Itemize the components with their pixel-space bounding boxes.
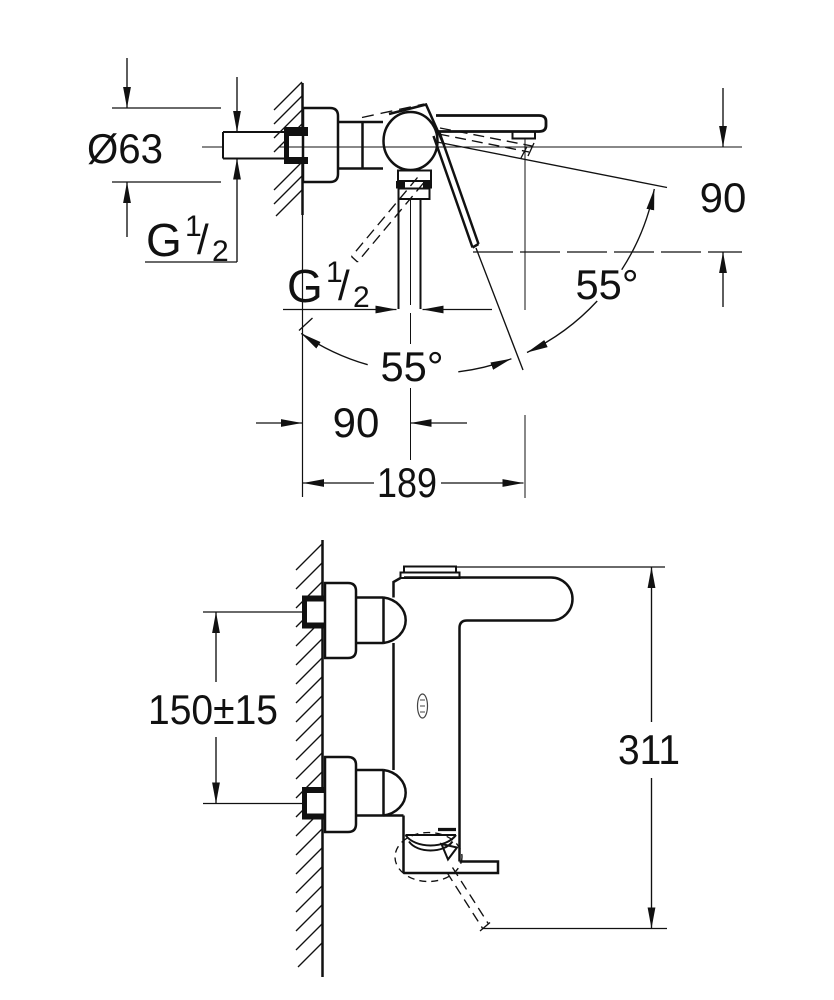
thread-wall-G: G xyxy=(146,214,182,266)
phantom-handle-left xyxy=(350,177,425,263)
side-view: 150±15 311 xyxy=(148,540,680,977)
outlet-pipe xyxy=(397,199,422,309)
lower-dome xyxy=(383,768,407,817)
upper-dome xyxy=(383,596,407,645)
cap-neck xyxy=(392,576,402,598)
dim-handle-drop: 90 xyxy=(473,88,746,307)
angle-spout-text: 55° xyxy=(576,261,639,308)
angle-handle-text: 55° xyxy=(381,343,444,390)
outlet-port xyxy=(397,169,432,182)
lower-nut xyxy=(356,768,385,817)
top-view: Ø63 G 1 / 2 G 1 / 2 90 xyxy=(87,58,746,506)
upper-escutcheon xyxy=(323,581,358,660)
thread-outlet-G: G xyxy=(287,260,323,312)
thread-wall-den: 2 xyxy=(212,235,229,268)
arc-handle-swing-left xyxy=(300,332,368,366)
phantom-handle-left-cap xyxy=(351,256,358,263)
outlet-block xyxy=(383,814,500,875)
dim-thread-wall: G 1 / 2 xyxy=(145,77,241,268)
angle-reference-lines xyxy=(298,141,668,371)
cap-plate xyxy=(403,565,457,574)
diverter-knob xyxy=(439,842,459,862)
dim-wall-to-spout: 189 xyxy=(303,459,524,506)
brand-logo xyxy=(416,693,429,719)
handshower-phantom-outline xyxy=(394,831,463,883)
arc-spout-swing-lower xyxy=(526,300,598,354)
dim-wall-to-outlet-text: 90 xyxy=(333,399,380,446)
spout xyxy=(436,114,548,133)
upper-nut xyxy=(356,596,385,645)
centerlines xyxy=(202,139,742,498)
lower-escutcheon xyxy=(323,755,358,834)
thread-wall-num: 1 xyxy=(185,210,202,243)
dim-connection-spacing-text: 150±15 xyxy=(148,686,278,733)
dim-escutcheon-diameter: Ø63 xyxy=(87,58,221,237)
dim-handle-drop-text: 90 xyxy=(700,174,747,221)
thread-outlet-den: 2 xyxy=(353,281,370,314)
phantom-handle-right xyxy=(438,127,533,153)
lever-side-view xyxy=(404,576,574,862)
lever-bar xyxy=(432,132,480,249)
thread-outlet-num: 1 xyxy=(326,256,343,289)
dim-thread-outlet: G 1 / 2 xyxy=(283,256,492,314)
wall-hatching-side-view xyxy=(295,543,323,968)
upper-union-bore xyxy=(307,601,325,623)
dim-wall-to-spout-text: 189 xyxy=(377,459,437,506)
phantom-handle-up xyxy=(361,103,425,119)
mixer-body xyxy=(338,120,383,170)
escutcheon xyxy=(301,106,340,184)
arc-handle-swing-right xyxy=(458,358,512,373)
arc-spout-swing-upper xyxy=(621,188,655,271)
phantom-handle-right-cap xyxy=(520,142,535,159)
dim-connection-spacing: 150±15 xyxy=(148,612,278,804)
dim-overall-height: 311 xyxy=(618,567,680,929)
dim-overall-height-text: 311 xyxy=(618,726,680,773)
supply-pipe xyxy=(222,131,284,160)
dim-escutcheon-diameter-text: Ø63 xyxy=(87,125,163,172)
hose-direction-cap xyxy=(479,921,491,932)
dim-wall-to-outlet: 90 xyxy=(256,399,467,446)
lower-union-bore xyxy=(307,793,325,814)
aerator xyxy=(511,130,536,140)
hose-direction-dashes xyxy=(446,867,490,930)
outlet-port-base xyxy=(397,187,431,200)
thread-outlet-slash: / xyxy=(338,262,350,309)
thread-wall-slash: / xyxy=(197,216,209,263)
cartridge-housing xyxy=(382,110,439,172)
